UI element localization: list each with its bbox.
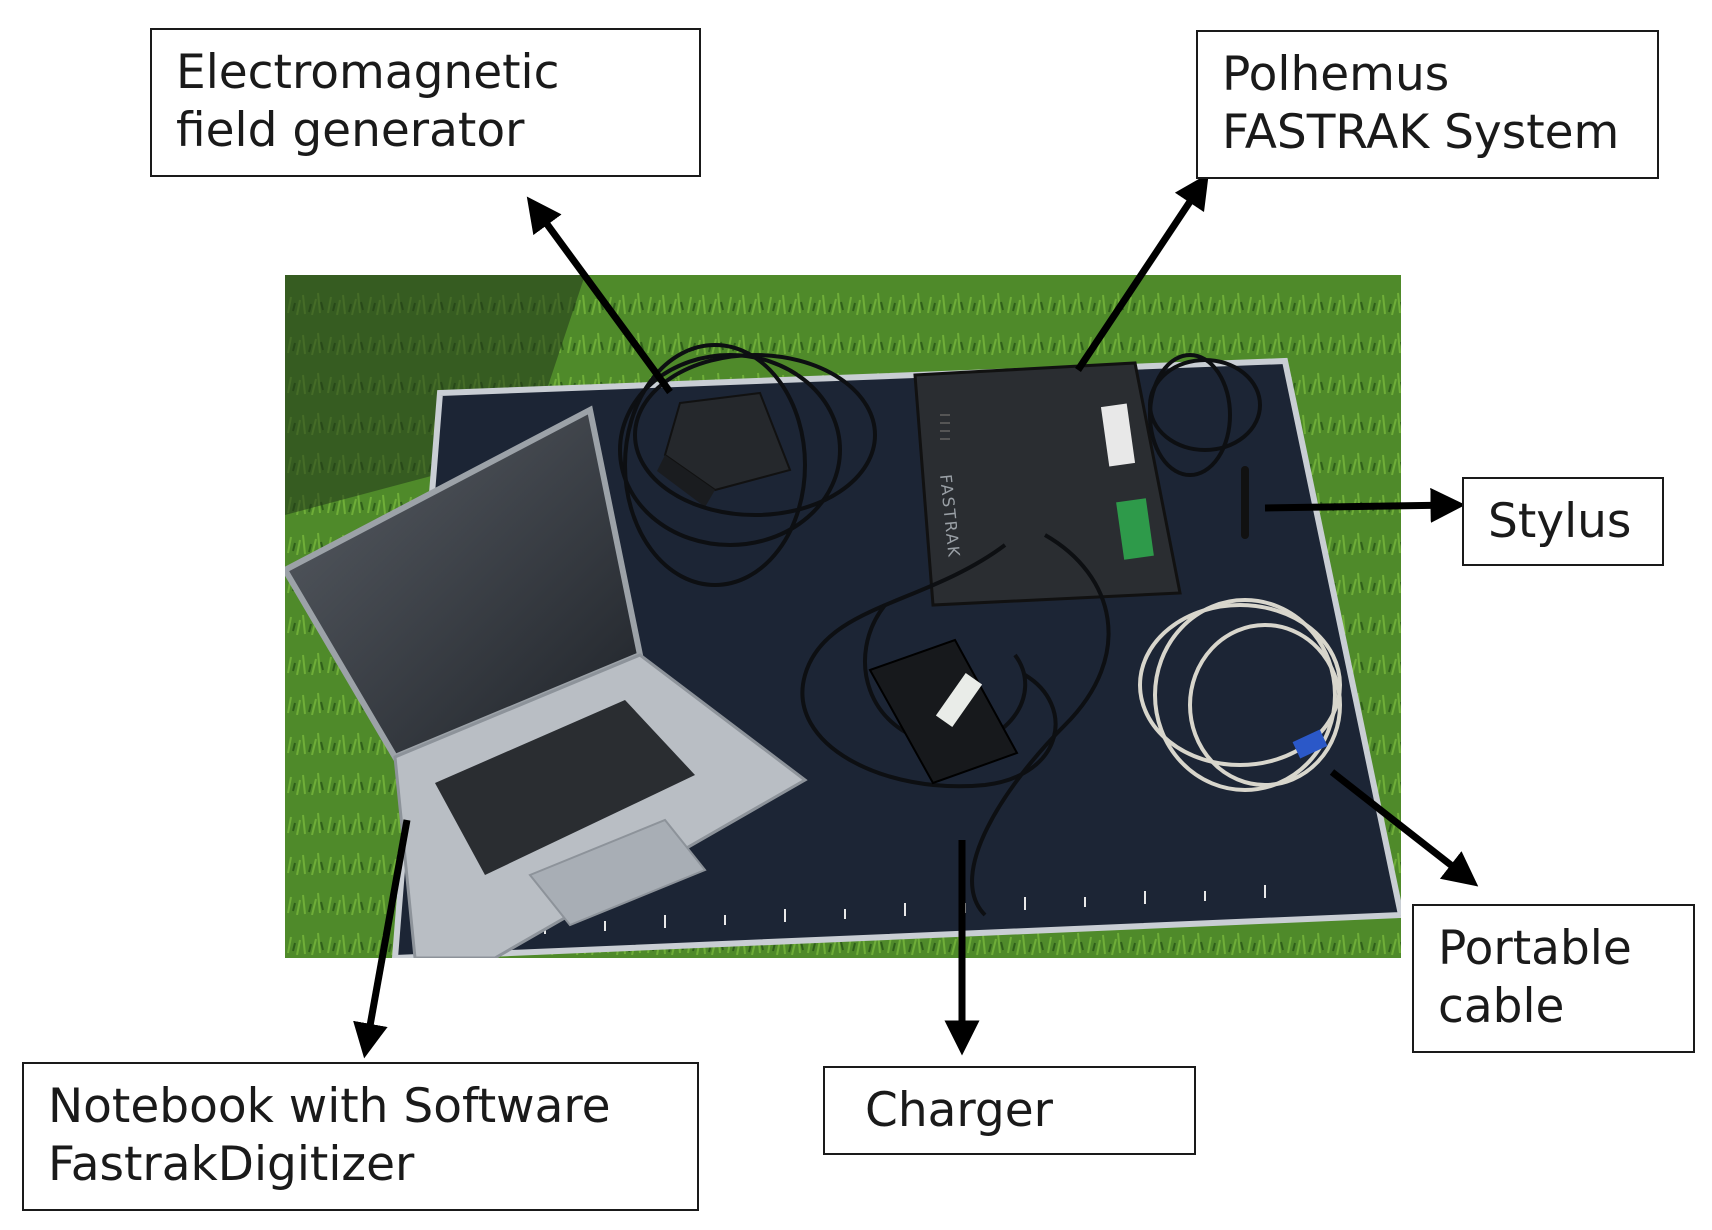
- label-portable-cable: Portable cable: [1412, 904, 1695, 1053]
- portable-cable-connector: [1292, 729, 1328, 759]
- label-fastrak-system-line1: Polhemus: [1222, 47, 1450, 102]
- equipment-photo: FASTRAK: [285, 275, 1401, 958]
- label-field-generator-line1: Electromagnetic: [176, 45, 560, 100]
- label-notebook-line1: Notebook with Software: [48, 1079, 611, 1134]
- label-stylus: Stylus: [1462, 477, 1664, 566]
- label-notebook: Notebook with Software FastrakDigitizer: [22, 1062, 699, 1211]
- label-portable-cable-line2: cable: [1438, 979, 1565, 1034]
- label-stylus-line1: Stylus: [1488, 494, 1632, 549]
- label-field-generator: Electromagnetic field generator: [150, 28, 701, 177]
- charger-brick: [868, 638, 1019, 785]
- label-charger-line1: Charger: [865, 1083, 1053, 1138]
- label-portable-cable-line1: Portable: [1438, 921, 1632, 976]
- fastrak-unit: FASTRAK: [913, 361, 1182, 607]
- shadow: [285, 275, 585, 515]
- laptop: [285, 405, 808, 958]
- field-generator-cube: [657, 391, 792, 507]
- label-fastrak-system-line2: FASTRAK System: [1222, 105, 1620, 160]
- label-charger: Charger: [823, 1066, 1196, 1155]
- label-notebook-line2: FastrakDigitizer: [48, 1137, 415, 1192]
- label-fastrak-system: Polhemus FASTRAK System: [1196, 30, 1659, 179]
- portable-cable-coil: [1138, 598, 1342, 792]
- label-field-generator-line2: field generator: [176, 103, 525, 158]
